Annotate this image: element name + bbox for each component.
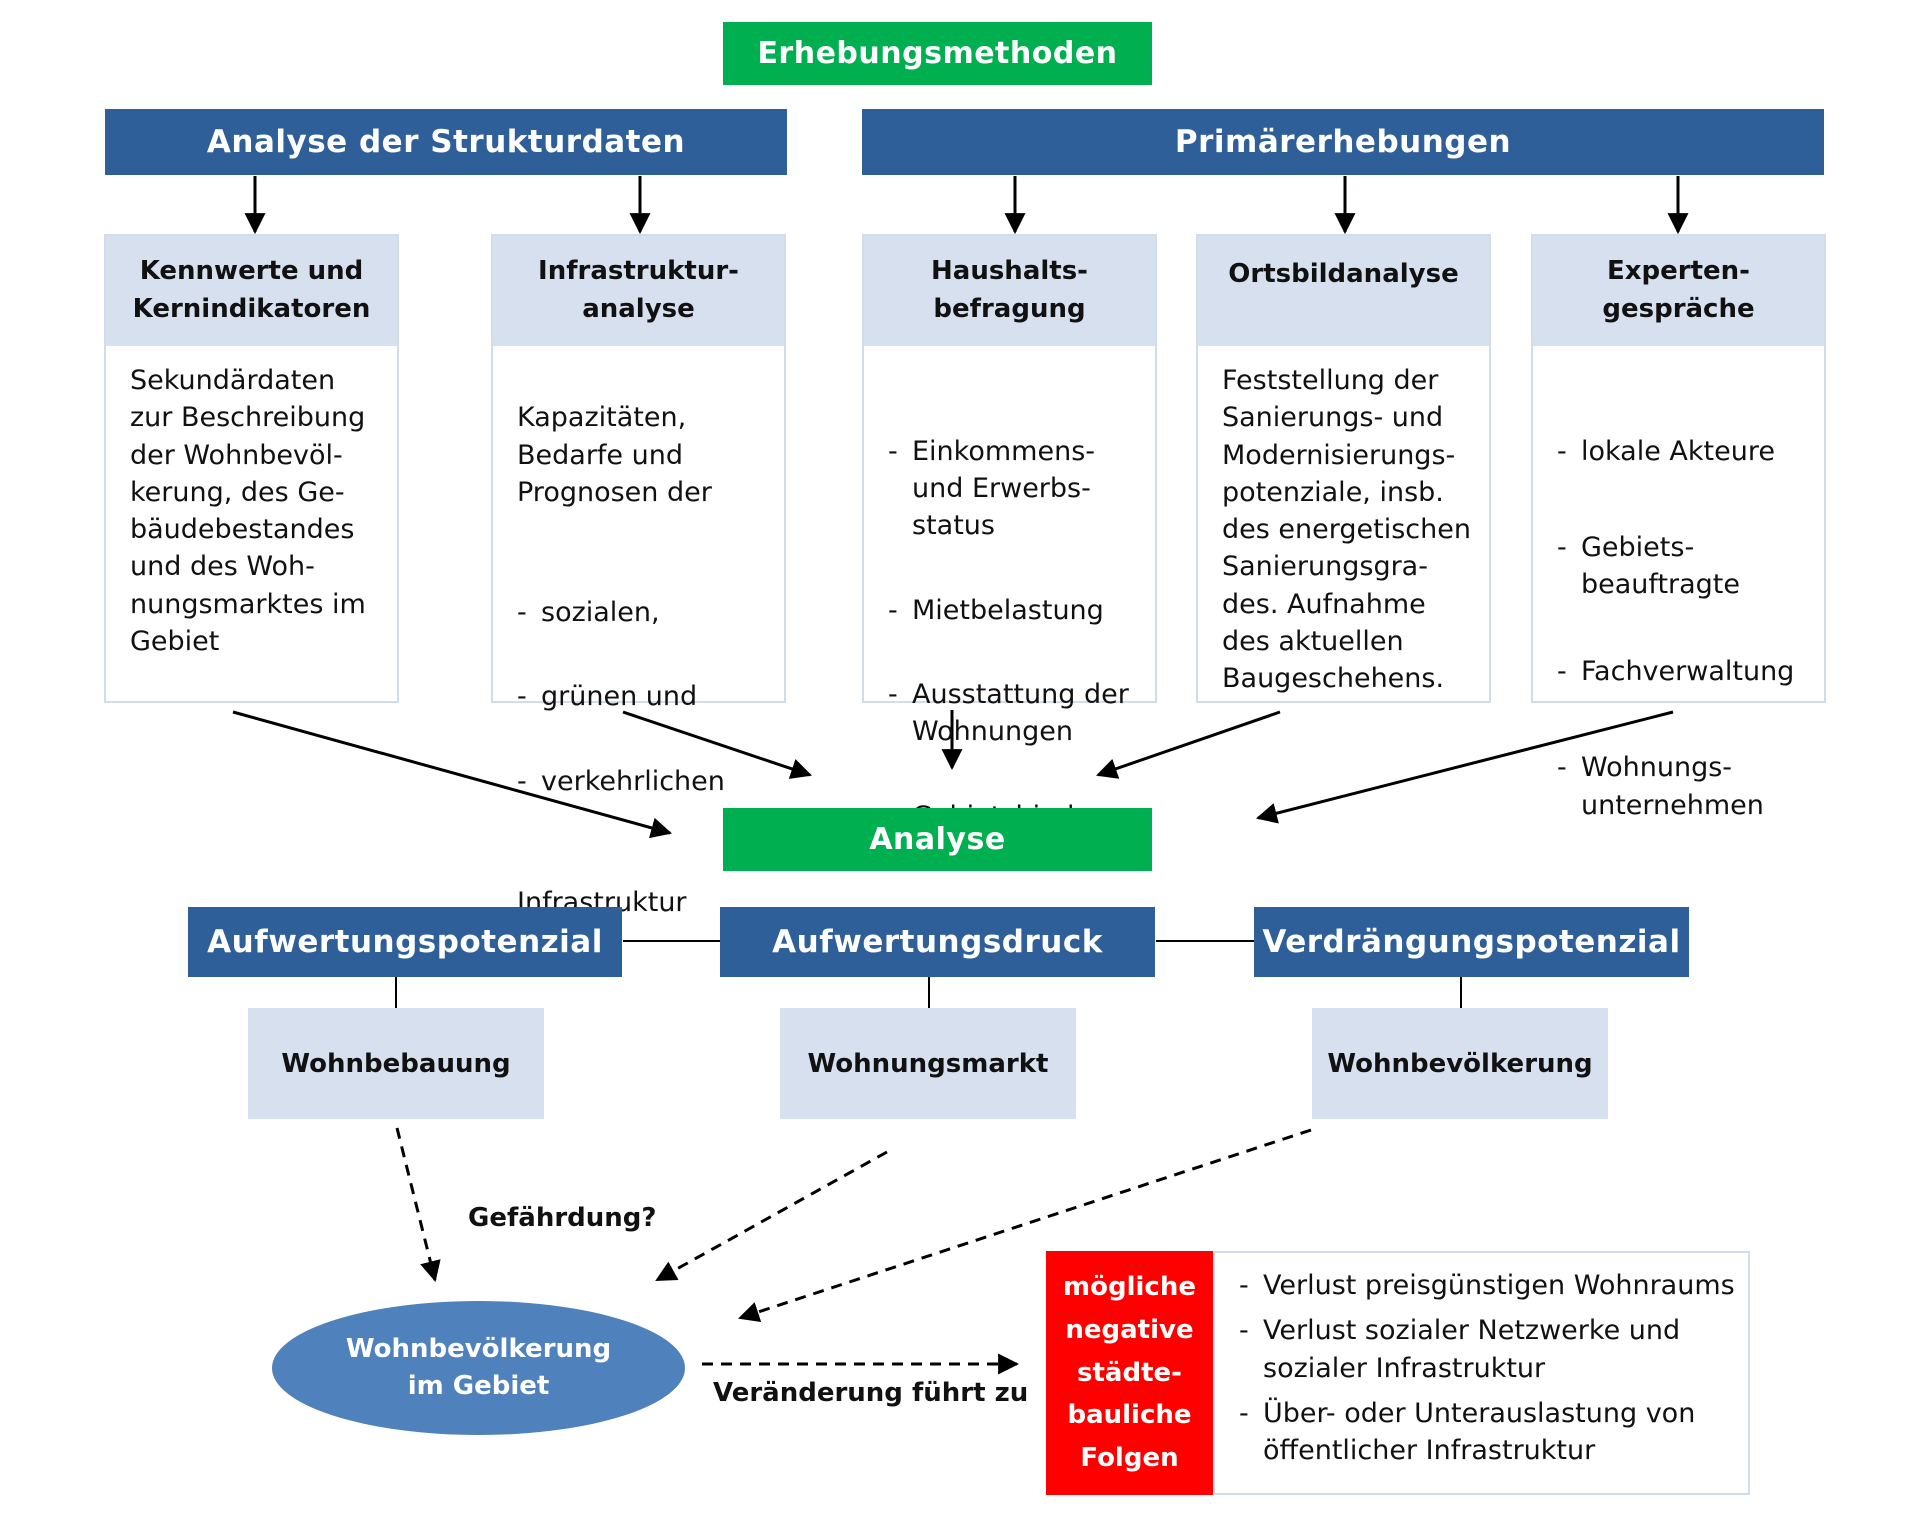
card-haushaltsbefragung-title: Haushalts- befragung <box>864 236 1155 346</box>
list-item: Gebiets- beauftragte <box>1557 529 1814 604</box>
list-item: Verlust preisgünstigen Wohnraums <box>1239 1267 1735 1305</box>
list-item: verkehrlichen <box>517 763 774 801</box>
list-item: Wohnungs- unternehmen <box>1557 749 1814 824</box>
box-moegliche-folgen: mögliche negative städte- bauliche Folge… <box>1046 1251 1213 1495</box>
card-infrastruktur-body: Kapazitäten, Bedarfe und Prognosen der s… <box>517 362 774 959</box>
factor-aufwertungsdruck: Aufwertungsdruck <box>720 907 1155 977</box>
list-item: lokale Akteure <box>1557 433 1814 471</box>
card-ortsbildanalyse: Ortsbildanalyse Feststellung der Sanieru… <box>1196 234 1491 703</box>
card-expertengespraeche-list: lokale Akteure Gebiets- beauftragte Fach… <box>1557 395 1814 871</box>
arrow-card2-analysis <box>622 710 812 779</box>
sub-wohnbevoelkerung: Wohnbevölkerung <box>1312 1008 1608 1119</box>
list-item: sozialen, <box>517 594 774 632</box>
card-kennwerte-title: Kennwerte und Kernindikatoren <box>106 236 397 346</box>
card-infrastruktur-intro: Kapazitäten, Bedarfe und Prognosen der <box>517 402 712 508</box>
arrow-card4-analysis <box>1096 710 1281 779</box>
title-analyse: Analyse <box>723 808 1152 871</box>
list-item: Verlust sozialer Netzwerke und sozialer … <box>1239 1312 1735 1387</box>
card-expertengespraeche-title: Experten- gespräche <box>1533 236 1824 346</box>
sub-wohnbebauung: Wohnbebauung <box>248 1008 544 1119</box>
dashed-arrow-wohnbebauung <box>395 1127 441 1283</box>
sub-wohnungsmarkt: Wohnungsmarkt <box>780 1008 1076 1119</box>
dashed-arrow-wohnungsmarkt <box>655 1150 888 1282</box>
factor-aufwertungspotenzial: Aufwertungspotenzial <box>188 907 622 977</box>
card-ortsbildanalyse-body: Feststellung der Sanierungs- und Moderni… <box>1222 365 1471 694</box>
list-item: Über- oder Unterauslastung von öffentlic… <box>1239 1395 1735 1470</box>
arrow-card1-analysis <box>232 710 673 839</box>
folgen-list: Verlust preisgünstigen Wohnraums Verlust… <box>1239 1267 1735 1479</box>
box-folgen-liste: Verlust preisgünstigen Wohnraums Verlust… <box>1213 1251 1750 1495</box>
card-kennwerte: Kennwerte und Kernindikatoren Sekundärda… <box>104 234 399 703</box>
list-item: Ausstattung der Wohnungen <box>888 676 1145 751</box>
card-expertengespraeche: Experten- gespräche lokale Akteure Gebie… <box>1531 234 1826 821</box>
card-ortsbildanalyse-title: Ortsbildanalyse <box>1198 236 1489 346</box>
card-infrastruktur: Infrastruktur- analyse Kapazitäten, Beda… <box>491 234 786 918</box>
card-infrastruktur-list: sozialen, grünen und verkehrlichen <box>517 556 774 847</box>
group-analyse-strukturdaten: Analyse der Strukturdaten <box>105 109 787 175</box>
card-expertengespraeche-body: lokale Akteure Gebiets- beauftragte Fach… <box>1557 358 1814 908</box>
dashed-arrow-wohnbevoelkerung <box>738 1128 1312 1323</box>
list-item: grünen und <box>517 678 774 716</box>
label-gefaehrdung: Gefährdung? <box>468 1203 657 1233</box>
card-haushaltsbefragung: Haushalts- befragung Einkommens- und Erw… <box>862 234 1157 835</box>
card-kennwerte-body: Sekundärdaten zur Beschreibung der Wohnb… <box>130 365 366 657</box>
label-veraenderung: Veränderung führt zu <box>713 1378 1029 1408</box>
card-infrastruktur-title: Infrastruktur- analyse <box>493 236 784 346</box>
list-item: Fachverwaltung <box>1557 653 1814 691</box>
title-erhebungsmethoden: Erhebungsmethoden <box>723 22 1152 85</box>
ellipse-wohnbevoelkerung-im-gebiet: Wohnbevölkerung im Gebiet <box>272 1301 685 1435</box>
list-item: Mietbelastung <box>888 592 1145 630</box>
factor-verdraengungspotenzial: Verdrängungspotenzial <box>1254 907 1689 977</box>
group-primaererhebungen: Primärerhebungen <box>862 109 1824 175</box>
arrow-card5-analysis <box>1255 710 1674 824</box>
list-item: Einkommens- und Erwerbs- status <box>888 433 1145 545</box>
